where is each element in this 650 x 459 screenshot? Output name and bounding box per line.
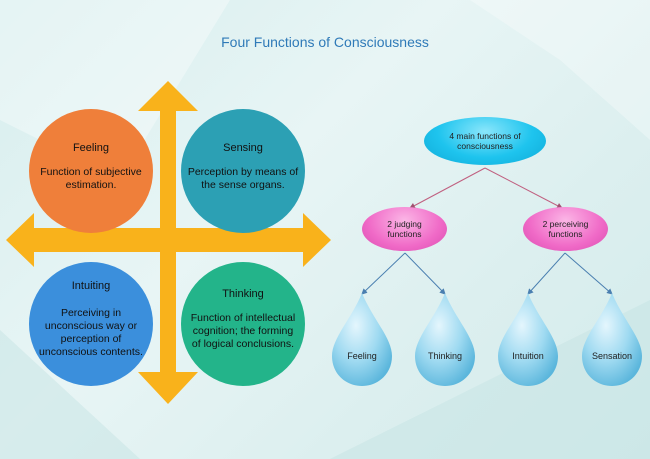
judging-oval-label: 2 judging functions <box>387 219 422 239</box>
drop-intuition <box>498 293 558 386</box>
judging-oval: 2 judging functions <box>362 207 447 251</box>
thinking-circle: Thinking Function of intellectual cognit… <box>181 262 305 386</box>
sensing-description: Perception by means of the sense organs. <box>187 166 299 191</box>
sensing-title: Sensing <box>223 142 263 154</box>
perceiving-oval: 2 perceiving functions <box>523 207 608 251</box>
drop-sensation <box>582 293 642 386</box>
leaf-sensation-label: Sensation <box>591 351 633 361</box>
leaf-intuition-label: Intuition <box>512 351 544 361</box>
intuiting-circle: Intuiting Perceiving in unconscious way … <box>29 262 153 386</box>
root-oval-label: 4 main functions of consciousness <box>449 131 521 151</box>
thinking-title: Thinking <box>222 288 264 300</box>
thinking-description: Function of intellectual cognition; the … <box>190 312 296 350</box>
drop-thinking <box>415 293 475 386</box>
leaf-thinking-label: Thinking <box>427 351 463 361</box>
sensing-circle: Sensing Perception by means of the sense… <box>181 109 305 233</box>
feeling-title: Feeling <box>72 142 110 154</box>
drop-feeling <box>332 293 392 386</box>
feeling-circle: Feeling Function of subjective estimatio… <box>29 109 153 233</box>
feeling-description: Function of subjective estimation. <box>40 166 142 191</box>
intuiting-title: Intuiting <box>71 280 111 292</box>
page-title: Four Functions of Consciousness <box>221 34 429 50</box>
root-oval: 4 main functions of consciousness <box>424 117 546 165</box>
leaf-feeling-label: Feeling <box>347 351 377 361</box>
perceiving-oval-label: 2 perceiving functions <box>542 219 589 239</box>
intuiting-description: Perceiving in unconscious way or percept… <box>39 307 143 358</box>
